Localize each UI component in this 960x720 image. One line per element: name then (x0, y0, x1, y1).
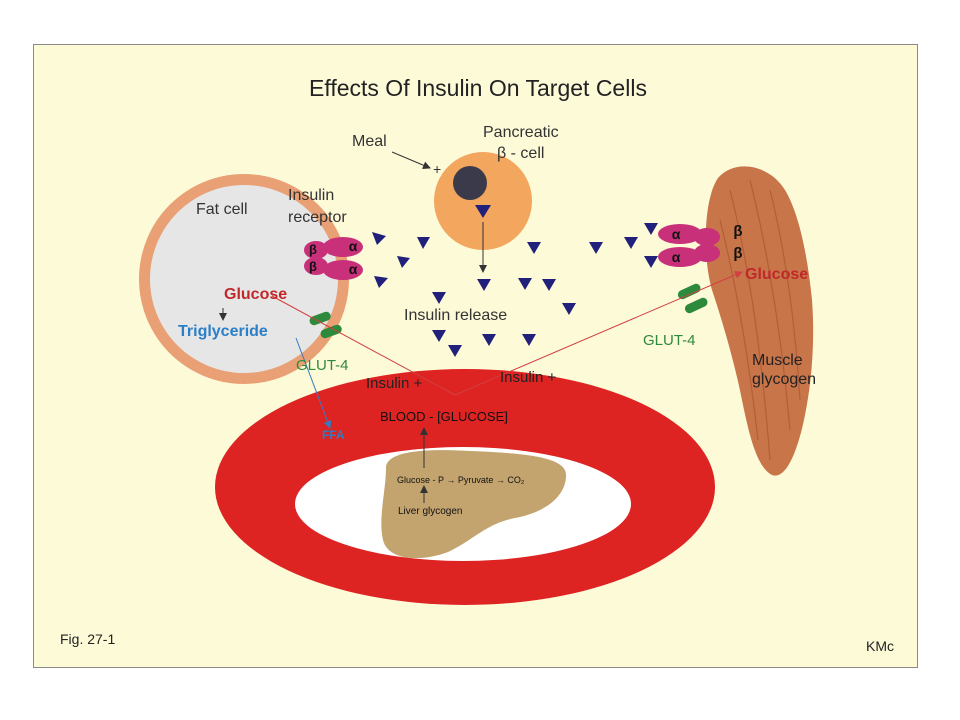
figure-number: Fig. 27-1 (60, 631, 115, 647)
liver-pathway-label: Glucose - P → Pyruvate → CO₂ (397, 475, 525, 485)
triglyceride-label: Triglyceride (178, 323, 268, 340)
insulin-molecules (372, 205, 658, 357)
author-initials: KMc (866, 638, 894, 654)
glut4-muscle-transporter (677, 283, 708, 314)
muscle-glucose-label: Glucose (745, 266, 808, 283)
receptor-beta-label: β (309, 259, 317, 274)
muscle (705, 166, 814, 476)
glucose-to-muscle-arrow (454, 271, 743, 396)
blood-glucose-label: BLOOD - [GLUCOSE] (380, 409, 508, 424)
glut4-fat-label: GLUT-4 (296, 357, 349, 374)
liver (381, 450, 567, 559)
receptor-beta-label: β (733, 245, 742, 262)
liver-glycogen-label: Liver glycogen (398, 506, 462, 517)
muscle-glycogen-label-line1: Muscle (752, 352, 803, 369)
meal-plus-sign: + (433, 161, 441, 177)
fat-glucose-label: Glucose (224, 286, 287, 303)
meal-label: Meal (352, 133, 387, 150)
receptor-beta-label: β (733, 223, 742, 240)
fat-cell-interior (150, 185, 338, 373)
beta-cell-label: β - cell (497, 145, 544, 162)
fat-cell-label: Fat cell (196, 201, 248, 218)
receptor-beta-label: β (309, 242, 317, 257)
pancreatic-label: Pancreatic (483, 124, 559, 141)
insulin-plus-right-label: Insulin + (500, 369, 557, 386)
muscle-glycogen-label-line2: glycogen (752, 371, 816, 388)
muscle-insulin-receptor: α α β β (658, 223, 743, 267)
receptor-alpha-label: α (672, 226, 681, 242)
receptor-alpha-label: α (349, 238, 358, 254)
ffa-label: FFA (322, 428, 345, 442)
insulin-plus-left-label: Insulin + (366, 375, 423, 392)
muscle-fibers (719, 179, 801, 461)
glut4-fat-transporter (309, 311, 342, 339)
diagram-title: Effects Of Insulin On Target Cells (309, 75, 647, 101)
fat-cell-insulin-receptor: β β α α (304, 237, 363, 280)
meal-arrow (391, 151, 431, 169)
beta-cell-nucleus (453, 166, 487, 200)
ffa-arrow (295, 337, 332, 429)
glut4-muscle-label: GLUT-4 (643, 332, 696, 349)
insulin-receptor-label-line2: receptor (288, 209, 347, 226)
receptor-alpha-label: α (672, 249, 681, 265)
insulin-receptor-label-line1: Insulin (288, 187, 334, 204)
insulin-release-label: Insulin release (404, 307, 507, 324)
glucose-to-fat-arrow (271, 295, 456, 396)
receptor-alpha-label: α (349, 261, 358, 277)
